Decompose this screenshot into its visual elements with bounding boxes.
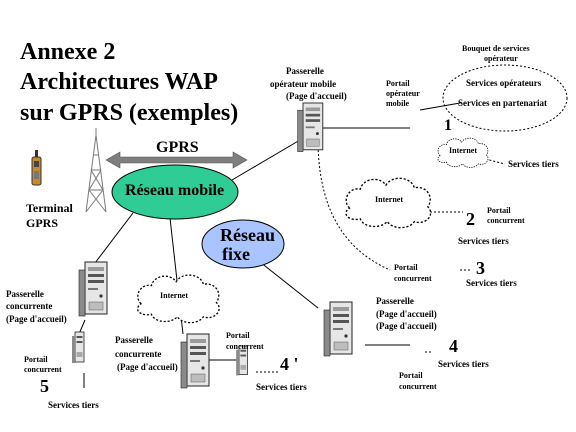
portail-concurrent-4p-2: concurrent <box>226 342 264 351</box>
portail-concurrent-3-1: Portail <box>394 263 418 272</box>
connection-lines <box>78 102 461 388</box>
phone-icon <box>31 150 42 186</box>
number-4: 4 <box>449 336 458 356</box>
bouquet-label-1: Bouquet de services <box>462 44 530 53</box>
server-concurrente-1 <box>78 261 108 317</box>
terminal-label-1: Terminal <box>26 201 73 215</box>
passerelle-op-label-3: (Page d'accueil) <box>286 91 347 101</box>
server-concurrente-2 <box>180 333 210 389</box>
portail-concurrent-2-2: concurrent <box>487 216 525 225</box>
internet-label-3: Internet <box>160 291 188 300</box>
portail-concurrent-5-2: concurrent <box>24 365 62 374</box>
number-5: 5 <box>40 376 49 396</box>
bouquet-ellipse <box>442 64 568 132</box>
server-operateur <box>297 102 324 153</box>
antenna-icon <box>85 128 107 213</box>
server-portail-5 <box>71 331 85 364</box>
server-passerelle-droite <box>323 301 353 357</box>
portail-concurrent-3-2: concurrent <box>394 274 432 283</box>
passerelle-op-label-1: Passerelle <box>286 66 324 76</box>
services-tiers-5: Services tiers <box>48 400 99 410</box>
portail-concurrent-5-1: Portail <box>24 355 48 364</box>
services-tiers-1: Services tiers <box>508 159 559 169</box>
portail-concurrent-2-1: Portail <box>487 206 511 215</box>
reseau-mobile-ellipse <box>111 164 239 220</box>
passerelle-conc-1-line1: Passerelle <box>6 289 44 299</box>
dashed-lines <box>256 129 506 373</box>
number-3: 3 <box>476 258 485 278</box>
portail-concurrent-4p-1: Portail <box>226 331 250 340</box>
portail-concurrent-4-2: concurrent <box>399 382 437 391</box>
portail-op-label-1: Portail <box>386 79 410 88</box>
passerelle-droite-3: (Page d'accueil) <box>376 321 437 331</box>
title-line-2: Architectures WAP <box>20 69 218 95</box>
passerelle-conc-2-line1: Passerelle <box>115 335 153 345</box>
passerelle-droite-2: (Page d'accueil) <box>376 309 437 319</box>
reseau-fixe-ellipse <box>201 219 285 269</box>
passerelle-droite-1: Passerelle <box>376 296 414 306</box>
services-tiers-2: Services tiers <box>458 236 509 246</box>
reseau-mobile-label: Réseau mobile <box>125 182 225 199</box>
internet-label-2: Internet <box>375 195 403 204</box>
portail-op-label-2: opérateur <box>386 89 420 98</box>
bouquet-label-2: opérateur <box>484 54 518 63</box>
services-tiers-4p: Services tiers <box>256 382 307 392</box>
portail-op-label-3: mobile <box>386 99 410 108</box>
number-4-prime: 4 ' <box>280 354 299 374</box>
number-1: 1 <box>444 117 452 134</box>
title-line-1: Annexe 2 <box>20 39 116 65</box>
portail-concurrent-4-1: Portail <box>399 371 423 380</box>
passerelle-op-label-2: opérateur mobile <box>270 79 337 89</box>
internet-label-1: Internet <box>449 146 477 155</box>
services-partenariat-label: Services en partenariat <box>458 98 547 108</box>
reseau-fixe-label-2: fixe <box>222 244 250 264</box>
services-tiers-3: Services tiers <box>466 278 517 288</box>
title-line-3: sur GPRS (exemples) <box>20 100 239 126</box>
passerelle-conc-1-line2: concurrente <box>6 301 53 311</box>
number-2: 2 <box>466 209 475 229</box>
passerelle-conc-2-line3: (Page d'accueil) <box>117 362 178 372</box>
gprs-label: GPRS <box>156 139 199 156</box>
reseau-fixe-label-1: Réseau <box>220 225 275 245</box>
terminal-label-2: GPRS <box>26 216 59 230</box>
passerelle-conc-1-line3: (Page d'accueil) <box>6 314 67 324</box>
passerelle-conc-2-line2: concurrente <box>115 349 162 359</box>
services-tiers-4: Services tiers <box>438 359 489 369</box>
services-operateurs-label: Services opérateurs <box>466 78 542 88</box>
gprs-arrow <box>105 151 248 169</box>
